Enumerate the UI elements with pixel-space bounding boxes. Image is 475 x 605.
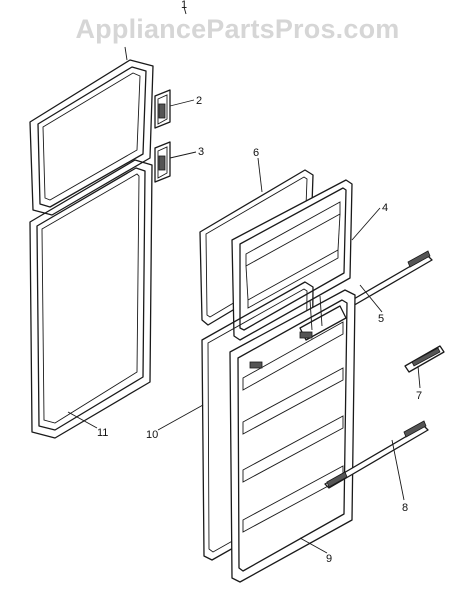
upper-gasket	[29, 59, 154, 216]
watermark: AppliancePartsPros.com	[75, 14, 400, 44]
callout-1: 1	[181, 0, 187, 11]
callout-7: 7	[416, 390, 422, 402]
callout-5: 5	[378, 313, 384, 325]
hinge-cap-2	[154, 89, 171, 129]
hinge-cap-3	[154, 141, 171, 183]
callout-2: 2	[196, 95, 202, 107]
callout-4: 4	[382, 202, 388, 214]
bracket-7	[404, 345, 445, 373]
callout-3: 3	[198, 146, 204, 158]
lower-gasket	[29, 159, 153, 439]
leader-lines	[67, 6, 421, 554]
callout-6: 6	[253, 147, 259, 159]
shelf-rail-8	[324, 420, 429, 489]
callout-labels: 1 2 3 4 5 6 7 8 9 10 11	[97, 0, 422, 565]
fresh-food-liner-9	[229, 289, 356, 583]
callout-9: 9	[326, 553, 332, 565]
callout-11: 11	[97, 427, 108, 439]
callout-8: 8	[402, 502, 408, 514]
freezer-door-liner-4	[231, 179, 353, 341]
callout-10: 10	[146, 429, 158, 441]
